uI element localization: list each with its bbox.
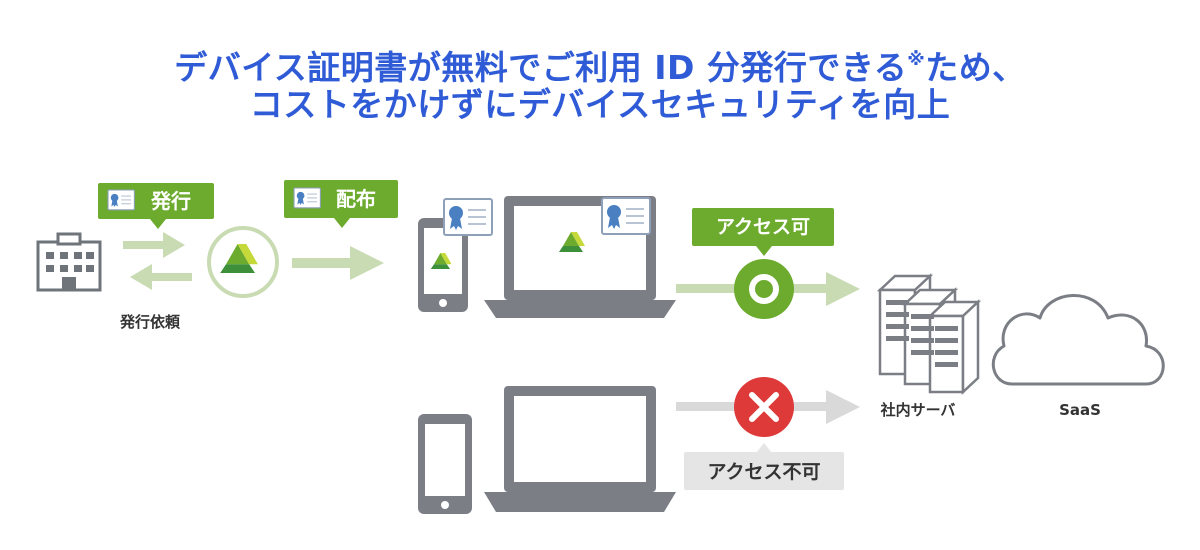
certificate-card-icon (443, 198, 493, 236)
service-logo (207, 226, 279, 298)
server-label: 社内サーバ (880, 401, 956, 419)
distribute-label: 配布 (336, 187, 376, 211)
access-ok-tag: アクセス可 (692, 208, 834, 256)
smartphone-icon (418, 414, 472, 514)
server-rack-icon (876, 273, 982, 395)
issue-tag: 発行 (98, 183, 214, 229)
access-ok-arrow (676, 259, 860, 319)
laptop-icon (484, 386, 676, 512)
headline-line-1-text: デバイス証明書が無料でご利用 ID 分発行できる (174, 48, 908, 87)
certificate-card-icon (107, 189, 135, 211)
cloud-icon (991, 294, 1165, 386)
headline-line-1: デバイス証明書が無料でご利用 ID 分発行できる※ため、 (0, 38, 1200, 90)
circle-ok-icon (734, 259, 794, 319)
access-ng-arrow (676, 377, 860, 437)
headline-line-2: コストをかけずにデバイスセキュリティを向上 (249, 85, 951, 124)
smartphone-icon (418, 218, 468, 312)
office-building-icon (36, 232, 102, 292)
access-ok-label: アクセス可 (716, 216, 810, 238)
access-ng-label: アクセス不可 (707, 461, 820, 483)
issue-label: 発行 (150, 189, 191, 213)
request-issue-arrows (123, 232, 192, 290)
saas-label: SaaS (1059, 401, 1101, 419)
access-ng-tag: アクセス不可 (684, 443, 844, 490)
issue-request-label: 発行依頼 (119, 313, 181, 331)
headline-note-mark: ※ (907, 49, 926, 70)
headline-line-1-tail: ため、 (925, 48, 1026, 87)
distribute-tag: 配布 (284, 180, 398, 228)
distribute-arrow (292, 246, 384, 280)
certificate-card-icon (601, 197, 651, 235)
certificate-card-icon (293, 187, 321, 209)
